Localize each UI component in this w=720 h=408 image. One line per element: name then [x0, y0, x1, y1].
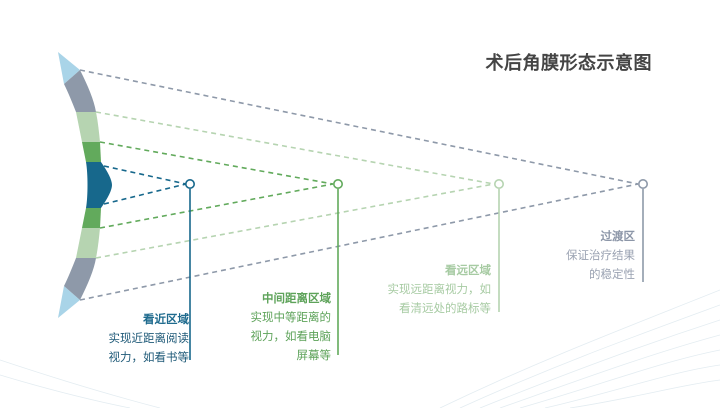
- cornea-shape: [58, 52, 112, 318]
- label-far-zone: 看远区域 实现远距离视力，如 看清远处的路标等: [388, 261, 492, 318]
- decorative-wave-lines: [0, 289, 720, 408]
- label-near-line-1: 实现近距离阅读: [108, 331, 190, 345]
- label-near-title: 看近区域: [143, 312, 189, 326]
- label-mid-zone: 中间距离区域 实现中等距离的 视力，如看电脑 屏幕等: [251, 289, 332, 365]
- cornea-band-far-top: [76, 112, 100, 142]
- label-near-zone: 看近区域 实现近距离阅读 视力，如看书等: [109, 310, 190, 367]
- label-transition-line-2: 的稳定性: [589, 267, 635, 281]
- focal-point-mid: [332, 179, 343, 190]
- label-near-line-2: 视力，如看书等: [108, 350, 190, 364]
- cornea-band-mid-top: [82, 142, 101, 162]
- cornea-band-outer-top: [58, 52, 80, 84]
- cornea-band-transition-top: [64, 70, 96, 112]
- label-mid-title: 中间距离区域: [262, 291, 331, 305]
- label-far-line-1: 实现远距离视力，如: [387, 282, 492, 296]
- label-mid-line-1: 实现中等距离的: [250, 310, 332, 324]
- cornea-band-mid-bottom: [82, 208, 101, 228]
- cornea-band-outer-bottom: [58, 286, 80, 318]
- diagram-title: 术后角膜形态示意图: [485, 53, 652, 74]
- label-far-title: 看远区域: [445, 263, 491, 277]
- label-transition-title: 过渡区: [600, 229, 636, 243]
- far-lines: [95, 111, 504, 312]
- cornea-band-transition-bottom: [64, 258, 96, 300]
- focal-point-transition: [637, 179, 648, 190]
- mid-lines: [99, 141, 343, 355]
- label-far-line-2: 看清远处的路标等: [399, 301, 491, 315]
- label-mid-line-3: 屏幕等: [296, 348, 332, 362]
- label-mid-line-2: 视力，如看电脑: [250, 329, 332, 343]
- label-transition-line-1: 保证治疗结果: [566, 248, 635, 262]
- focal-point-far: [493, 179, 504, 190]
- label-transition-zone: 过渡区 保证治疗结果 的稳定性: [566, 227, 635, 284]
- focal-point-near: [185, 179, 196, 190]
- cornea-band-far-bottom: [76, 228, 100, 258]
- near-lines: [103, 165, 196, 360]
- transition-lines: [79, 69, 648, 301]
- cornea-band-near: [86, 162, 112, 208]
